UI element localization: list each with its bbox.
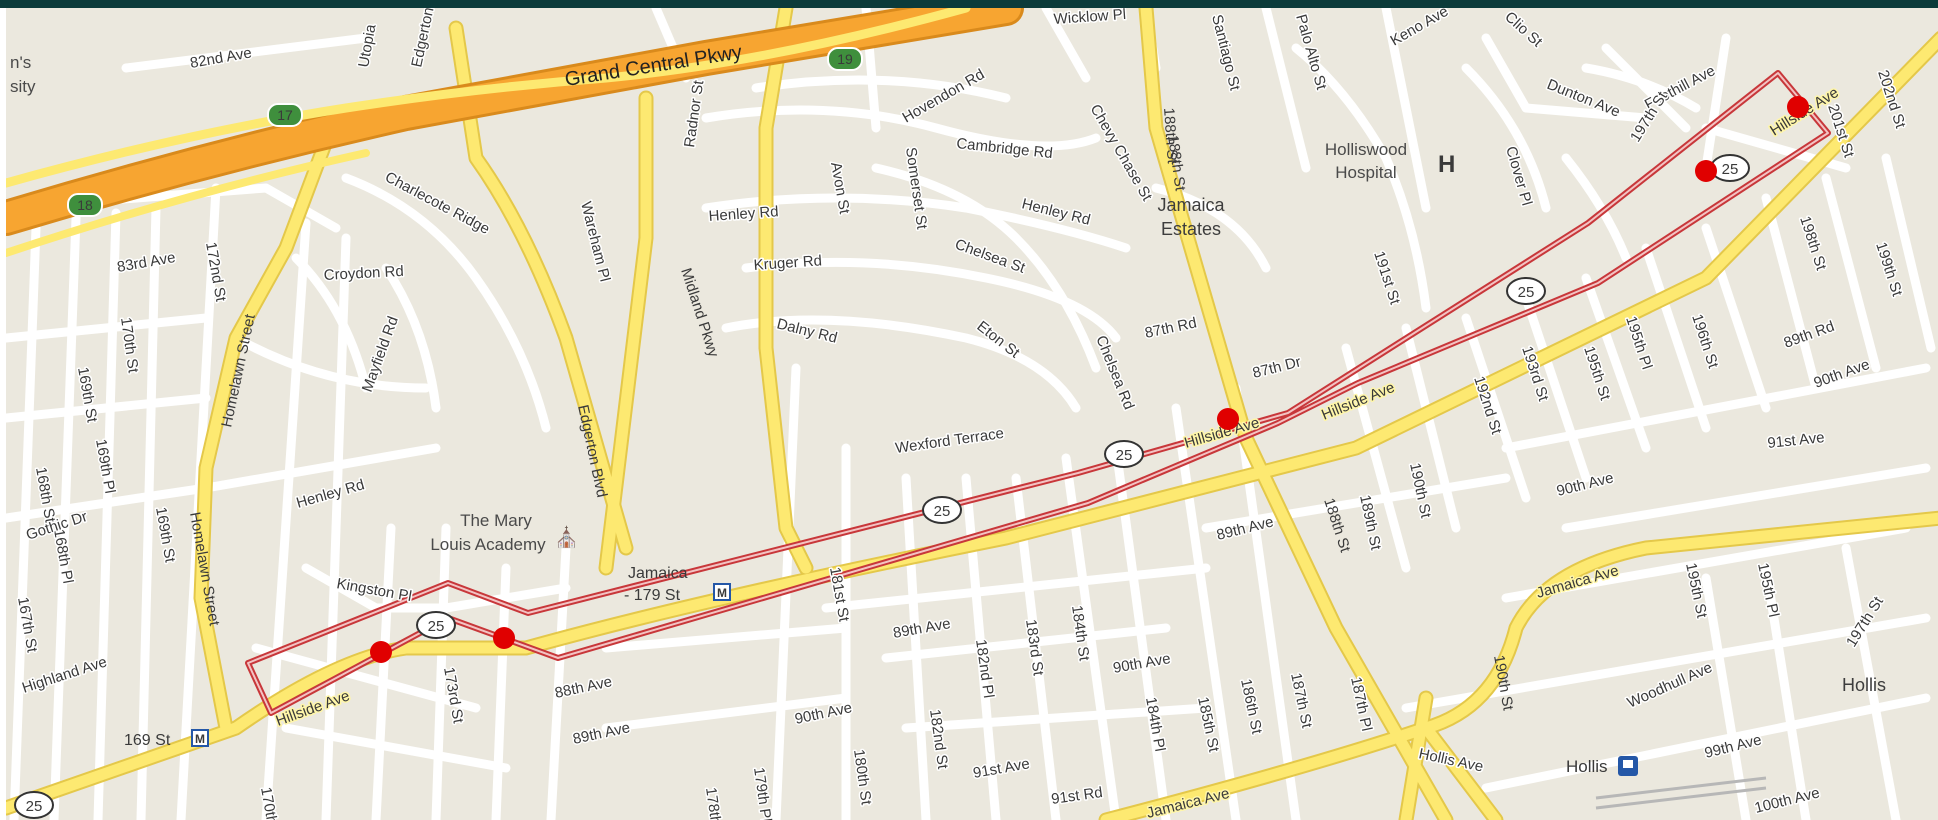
highway-shield-18-label: 18 [77,197,93,213]
route-shield-25: 25 [922,496,962,524]
road-label: Wicklow Pl [1053,8,1127,28]
road-label: 188th St [1160,107,1181,165]
svg-text:M: M [195,732,205,746]
route-shield-25: 25 [416,611,456,639]
top-header-bar [0,0,1938,8]
place-label-estates: Estates [1161,219,1221,239]
subway-icon [713,583,731,601]
svg-text:25: 25 [1116,447,1133,464]
route-shield-25: 25 [1710,154,1750,182]
hospital-icon: H [1438,151,1455,178]
location-marker-2[interactable] [493,627,515,649]
highway-shield-17: 17 [267,103,303,127]
train-icon-window [1623,760,1633,768]
school-icon: ⛪ [554,525,579,549]
station-label-hollis: Hollis [1566,757,1608,776]
highway-shield-17-label: 17 [277,107,293,123]
place-label-jamaica: Jamaica [1157,195,1225,215]
transit-labels: Jamaica - 179 St M 169 St M Hollis [124,565,1767,810]
station-label-169-st: 169 St [124,732,171,749]
poi-label-mary-louis: The Mary [460,511,532,530]
svg-text:25: 25 [26,798,43,815]
highway-shield-19: 19 [827,47,863,71]
svg-text:M: M [717,586,727,600]
location-marker-4[interactable] [1695,160,1717,182]
place-labels: Jamaica Estates Hollis Holliswood Hospit… [10,53,1886,695]
station-label-179-st: - 179 St [624,587,681,604]
place-label-hollis: Hollis [1842,675,1886,695]
station-label-jamaica: Jamaica [628,565,688,582]
map-viewport[interactable]: 17 18 19 25 25 25 25 25 25 82nd Ave Utop… [6,8,1938,820]
poi-label-fragment: sity [10,77,36,96]
location-markers[interactable] [370,96,1809,663]
route-shield-25: 25 [1104,440,1144,468]
subway-icon [191,729,209,747]
road-label: Kruger Rd [753,252,822,274]
svg-text:25: 25 [1722,161,1739,178]
location-marker-5[interactable] [1787,96,1809,118]
svg-text:25: 25 [428,618,445,635]
poi-label-hospital: Hospital [1335,163,1396,182]
poi-label-fragment: n's [10,53,31,72]
location-marker-1[interactable] [370,641,392,663]
local-streets [6,8,1936,820]
route-shield-25: 25 [1506,277,1546,305]
svg-text:25: 25 [1518,284,1535,301]
svg-text:25: 25 [934,503,951,520]
route-shield-25: 25 [14,791,54,819]
location-marker-3[interactable] [1217,408,1239,430]
poi-label-academy: Louis Academy [430,535,546,554]
street-map[interactable]: 17 18 19 25 25 25 25 25 25 82nd Ave Utop… [6,8,1938,820]
rail-line [1595,776,1767,810]
poi-label-holliswood: Holliswood [1325,140,1407,159]
highway-shield-19-label: 19 [837,51,853,67]
grand-central-parkway [6,8,1024,257]
highway-shield-18: 18 [67,193,103,217]
